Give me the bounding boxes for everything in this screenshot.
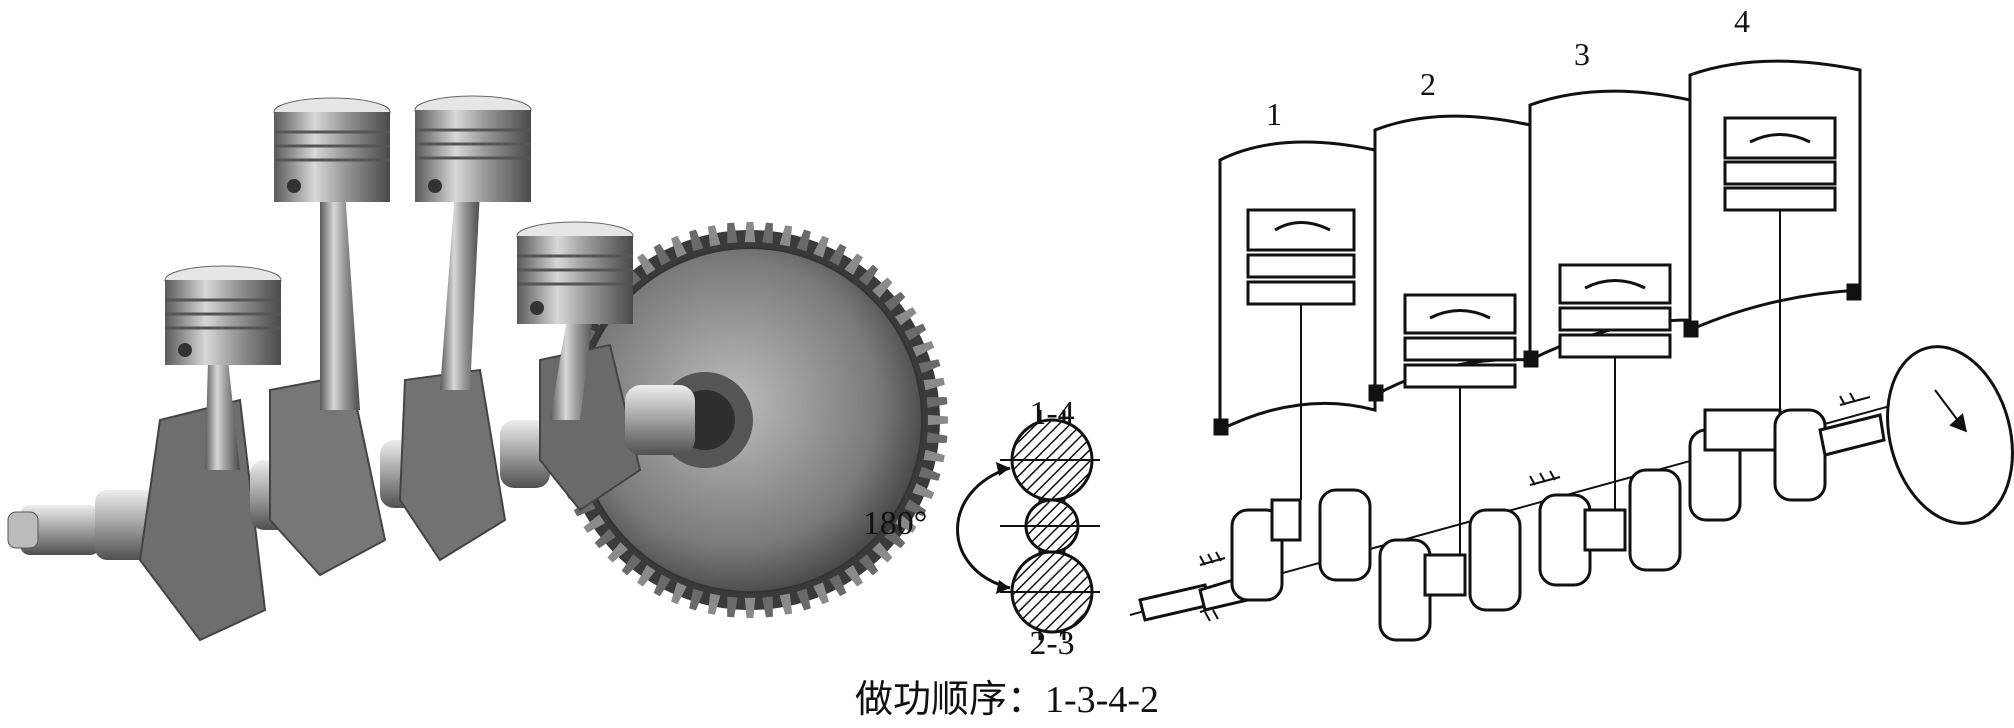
piston-2 — [273, 97, 391, 202]
crankshaft-assembly-illustration — [7, 95, 948, 642]
connecting-rods — [205, 190, 595, 470]
gear-tooth — [583, 514, 605, 533]
cylinder-4-label: 4 — [1734, 3, 1750, 39]
cylinder-4 — [1683, 59, 1862, 410]
gear-tooth — [844, 565, 863, 587]
gear-tooth — [653, 574, 671, 597]
gear-tooth — [912, 341, 935, 357]
gear-tooth — [829, 243, 847, 266]
gear-tooth — [689, 229, 704, 252]
gear-tooth — [858, 264, 879, 286]
cylinder-2 — [1368, 114, 1532, 565]
gear-tooth — [653, 243, 671, 266]
flywheel-gear — [552, 222, 948, 618]
schematic-crankshaft — [1129, 345, 2014, 642]
gear-tooth — [923, 449, 945, 463]
gear-tooth — [779, 593, 793, 615]
gear-tooth — [904, 499, 927, 517]
piston-4 — [516, 221, 634, 324]
firing-order-caption: 做功顺序：1-3-4-2 — [0, 668, 2014, 723]
gear-tooth — [762, 596, 773, 618]
gear-tooth — [926, 432, 948, 443]
crank-phase-diagram: 1-4 2-3 180° — [863, 395, 1100, 662]
gear-tooth — [727, 222, 738, 244]
gear-tooth — [813, 235, 829, 258]
gear-tooth — [707, 225, 721, 247]
gear-tooth — [884, 291, 906, 312]
gear-tooth — [707, 593, 721, 615]
phase-angle-label: 180° — [863, 505, 928, 542]
gear-tooth — [637, 253, 656, 275]
gear-tooth — [689, 588, 704, 611]
caption-prefix: 做功顺序： — [855, 677, 1046, 721]
gear-tooth — [829, 574, 847, 597]
gear-tooth — [872, 277, 893, 298]
firing-order-value: 1-3-4-2 — [1045, 679, 1159, 721]
gear-tooth — [813, 582, 829, 605]
schematic-flywheel — [1886, 345, 2014, 525]
gear-tooth — [927, 414, 948, 426]
cylinder-3-label: 3 — [1574, 36, 1590, 72]
piston-3 — [414, 95, 532, 202]
cylinder-1-label: 1 — [1266, 96, 1282, 132]
rotation-arc — [956, 466, 1011, 590]
gear-tooth — [895, 307, 917, 326]
piston-1 — [164, 265, 282, 365]
gear-tooth — [796, 229, 811, 252]
gear-tooth — [779, 225, 793, 247]
gear-tooth — [844, 253, 863, 275]
gear-tooth — [918, 466, 941, 481]
cylinder-2-label: 2 — [1420, 66, 1436, 102]
gear-tooth — [727, 596, 738, 618]
cylinder-1 — [1213, 140, 1377, 500]
gear-tooth — [895, 514, 917, 533]
gear-tooth — [744, 597, 756, 618]
gear-tooth — [744, 222, 756, 243]
gear-tooth — [621, 554, 642, 576]
gear-tooth — [607, 542, 628, 563]
gear-tooth — [884, 528, 906, 549]
gear-tooth — [796, 588, 811, 611]
phase-top-label: 1-4 — [1029, 395, 1074, 432]
gear-tooth — [912, 483, 935, 499]
gear-tooth — [923, 377, 945, 391]
gear-tooth — [671, 235, 687, 258]
gear-tooth — [926, 397, 948, 408]
gear-tooth — [671, 582, 687, 605]
gear-tooth — [637, 565, 656, 587]
phase-bottom-label: 2-3 — [1029, 625, 1074, 662]
gear-tooth — [872, 542, 893, 563]
gear-tooth — [594, 528, 616, 549]
cylinder-schematic — [1129, 59, 2014, 642]
gear-tooth — [762, 222, 773, 244]
gear-tooth — [858, 554, 879, 576]
gear-tooth — [918, 359, 941, 374]
gear-tooth — [904, 323, 927, 341]
